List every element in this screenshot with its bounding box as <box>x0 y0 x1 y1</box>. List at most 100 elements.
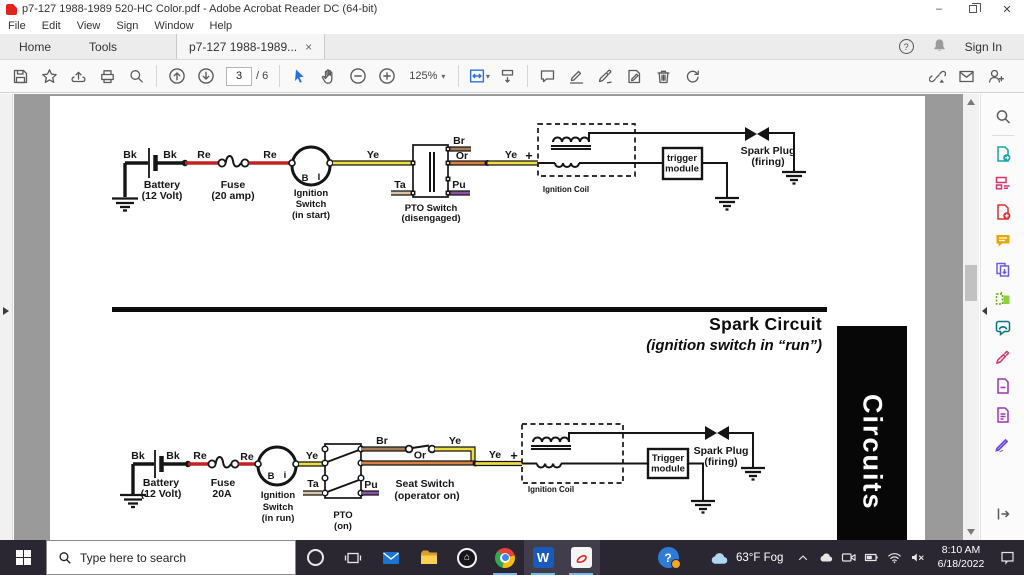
pdf-page[interactable]: Bk Bk Re Re Battery (12 Volt) Fuse (20 a… <box>50 96 925 540</box>
restore-button[interactable] <box>956 0 990 18</box>
comment-bubble-icon <box>541 69 555 82</box>
onedrive-cloud-icon[interactable] <box>817 549 834 566</box>
page-number-input[interactable] <box>226 66 252 86</box>
toolbar-separator <box>279 65 281 87</box>
menu-edit[interactable]: Edit <box>41 20 61 32</box>
sign-in-button[interactable]: Sign In <box>964 39 1002 54</box>
vertical-scrollbar[interactable] <box>963 94 979 540</box>
minimize-button[interactable]: – <box>935 3 943 15</box>
zoom-in-button[interactable] <box>372 63 401 89</box>
collapse-panel-icon[interactable] <box>982 307 987 315</box>
scrollbar-thumb[interactable] <box>965 265 977 301</box>
acrobat-button[interactable] <box>562 540 600 575</box>
task-view-button[interactable] <box>334 540 372 575</box>
expand-nav-pane-icon[interactable] <box>3 307 9 315</box>
taskbar-clock[interactable]: 8:10 AM 6/18/2022 <box>930 540 992 575</box>
help-tip-button[interactable]: ? <box>652 540 684 575</box>
select-tool-button[interactable] <box>285 63 314 89</box>
toolbar-separator <box>458 65 460 87</box>
protect-pdf-button[interactable] <box>989 373 1017 399</box>
find-button[interactable] <box>122 63 151 89</box>
mail-app-button[interactable] <box>372 540 410 575</box>
file-explorer-button[interactable] <box>410 540 448 575</box>
wire-label: Br <box>376 435 388 447</box>
create-pdf-button[interactable] <box>989 199 1017 225</box>
wifi-icon[interactable] <box>886 549 903 566</box>
tab-close-icon[interactable]: × <box>305 39 313 54</box>
save-button[interactable] <box>6 63 35 89</box>
organize-pages-button[interactable] <box>989 286 1017 312</box>
volume-muted-icon[interactable] <box>909 549 926 566</box>
fill-sign-button[interactable] <box>989 344 1017 370</box>
scrolling-mode-button[interactable] <box>493 63 522 89</box>
add-account-button[interactable] <box>981 63 1010 89</box>
close-button[interactable]: ✕ <box>1002 3 1012 16</box>
scroll-up-icon[interactable] <box>967 99 975 105</box>
redo-button[interactable] <box>678 63 707 89</box>
weather-widget[interactable]: 63°F Fog <box>710 540 783 575</box>
zoom-out-button[interactable] <box>343 63 372 89</box>
search-tools-button[interactable] <box>989 104 1017 130</box>
fill-form-button[interactable] <box>620 63 649 89</box>
terminal-label: B <box>302 173 309 184</box>
round-app-button[interactable]: ⌂ <box>448 540 486 575</box>
section-divider <box>112 307 827 312</box>
page-fit-dropdown[interactable]: ▾ <box>464 63 493 89</box>
meet-now-icon[interactable] <box>840 549 857 566</box>
comment-tool-button[interactable] <box>989 228 1017 254</box>
zoom-level-dropdown[interactable]: 125% ▾ <box>401 70 453 82</box>
scroll-down-icon[interactable] <box>967 529 975 535</box>
hand-tool-button[interactable] <box>314 63 343 89</box>
menu-view[interactable]: View <box>76 20 101 32</box>
navigation-pane-strip[interactable] <box>0 94 13 540</box>
print-button[interactable] <box>93 63 122 89</box>
next-page-button[interactable] <box>191 63 220 89</box>
menu-file[interactable]: File <box>8 20 26 32</box>
expand-panel-button[interactable] <box>989 501 1017 527</box>
open-panel-icon <box>997 508 1010 520</box>
page-title: Spark Circuit <box>709 314 822 334</box>
cloud-icon <box>711 552 728 564</box>
taskbar-search[interactable] <box>46 540 296 575</box>
help-icon[interactable]: ? <box>898 39 914 54</box>
menu-help[interactable]: Help <box>209 20 233 32</box>
component-label: Fuse <box>221 179 246 191</box>
edit-pdf-button[interactable] <box>989 170 1017 196</box>
combine-files-button[interactable] <box>989 257 1017 283</box>
more-tools-button[interactable] <box>989 431 1017 457</box>
highlight-button[interactable] <box>562 63 591 89</box>
bell-icon[interactable] <box>932 38 947 56</box>
share-button[interactable] <box>64 63 93 89</box>
action-center-button[interactable] <box>992 540 1022 575</box>
document-area: Bk Bk Re Re Battery (12 Volt) Fuse (20 a… <box>0 94 1024 540</box>
email-button[interactable] <box>952 63 981 89</box>
cortana-icon <box>306 549 324 566</box>
favorite-button[interactable] <box>35 63 64 89</box>
tab-tools[interactable]: Tools <box>89 39 118 54</box>
prepare-form-button[interactable] <box>989 402 1017 428</box>
page-pencil-icon <box>628 69 641 83</box>
battery-icon[interactable] <box>863 549 880 566</box>
share-link-button[interactable] <box>923 63 952 89</box>
delete-button[interactable] <box>649 63 678 89</box>
word-button[interactable]: W <box>524 540 562 575</box>
toolbar-separator <box>156 65 157 87</box>
tab-home[interactable]: Home <box>19 39 52 54</box>
previous-page-button[interactable] <box>162 63 191 89</box>
comment-button[interactable] <box>533 63 562 89</box>
wire-label: Re <box>240 451 254 463</box>
search-input[interactable] <box>80 550 260 565</box>
menu-sign[interactable]: Sign <box>116 20 139 32</box>
export-pdf-button[interactable] <box>989 141 1017 167</box>
sign-button[interactable] <box>591 63 620 89</box>
compress-pdf-button[interactable] <box>989 315 1017 341</box>
chrome-button[interactable] <box>486 540 524 575</box>
cortana-button[interactable] <box>296 540 334 575</box>
start-button[interactable] <box>0 540 46 575</box>
tab-document[interactable]: p7-127 1988-1989... × <box>176 34 326 59</box>
wire-label: Bk <box>163 149 177 161</box>
menu-window[interactable]: Window <box>154 20 194 32</box>
tray-chevron-up-icon[interactable] <box>794 549 811 566</box>
task-view-icon <box>344 552 362 563</box>
redo-icon <box>687 70 700 83</box>
